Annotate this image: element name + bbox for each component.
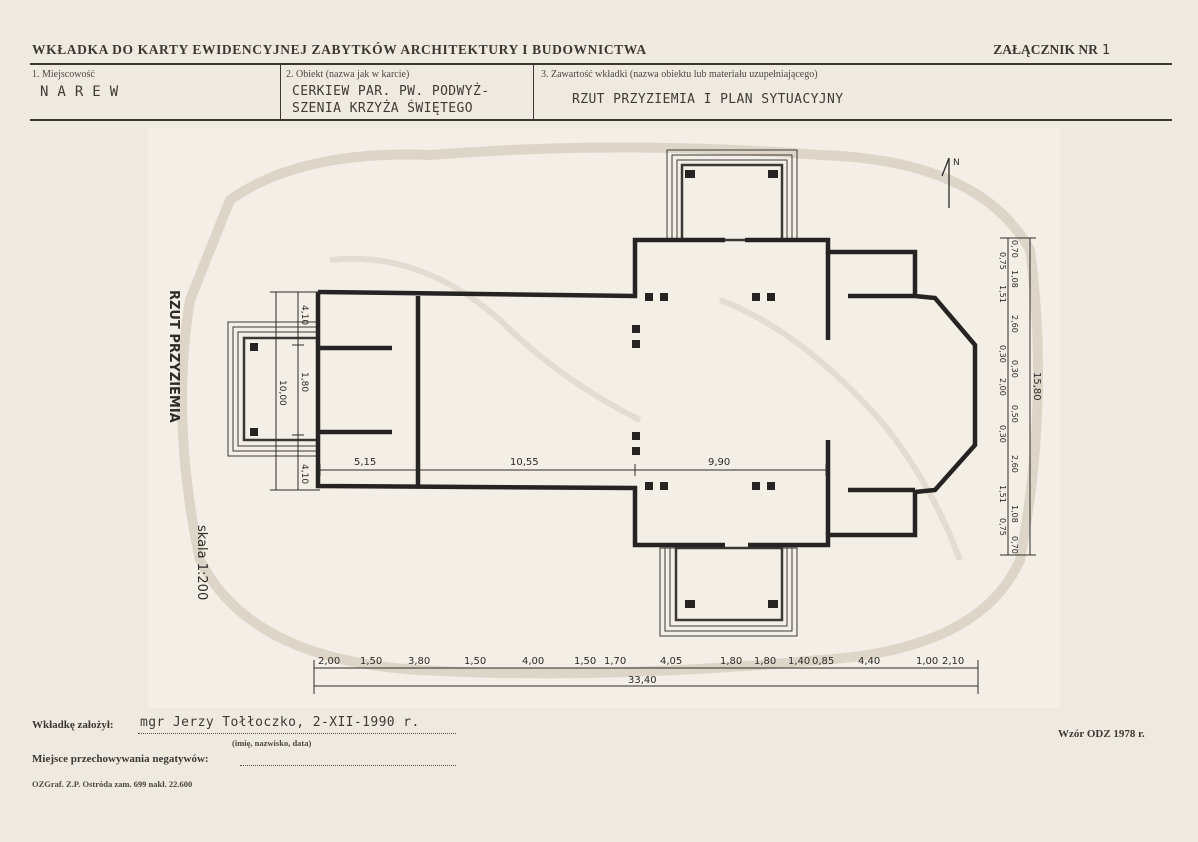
north-arrow: N: [941, 157, 960, 208]
dim-right-labels: 0,70 0,75 1,08 1,51 2,60 0,30 0,30 2,00 …: [998, 240, 1042, 554]
dim-bottom-5: 4,00: [522, 656, 544, 667]
dim-left-3: 10,00: [277, 380, 287, 406]
negative-dotted-line: [240, 765, 456, 766]
dim-inner-2: 10,55: [510, 457, 539, 468]
dim-right-total: 15,80: [1031, 372, 1042, 401]
dim-right-6: 0,30: [998, 345, 1007, 363]
card-title: WKŁADKA DO KARTY EWIDENCYJNEJ ZABYTKÓW A…: [32, 42, 647, 57]
negative-label: Miejsce przechowywania negatywów:: [32, 753, 209, 765]
faded-site-path-1: [329, 255, 642, 423]
dim-right-5: 2,60: [1010, 315, 1019, 333]
print-info: OZGraf. Z.P. Ostróda zam. 699 nakł. 22.6…: [32, 779, 193, 789]
object-label: 2. Obiekt (nazwa jak w karcie): [286, 69, 410, 80]
dim-bottom-10: 1,80: [754, 656, 776, 667]
dim-inner-3: 9,90: [708, 457, 730, 468]
north-label: N: [953, 158, 960, 168]
dim-left-2: 1,80: [299, 372, 309, 392]
dim-right-1: 0,70: [1010, 240, 1019, 258]
church-walls: [315, 237, 978, 548]
dim-bottom-2: 1,50: [360, 656, 382, 667]
founded-hint: (imię, nazwisko, data): [232, 738, 312, 748]
dim-bottom-8: 4,05: [660, 656, 682, 667]
dim-bottom-14: 1,00: [916, 656, 938, 667]
dim-right-14: 0,75: [998, 518, 1007, 536]
drawing-scale: skala 1:200: [194, 525, 209, 600]
dim-bottom-1: 2,00: [318, 656, 340, 667]
dim-bottom-total: 33,40: [628, 675, 657, 686]
dim-inner-labels: 5,15 10,55 9,90: [354, 457, 730, 468]
dim-bottom-3: 3,80: [408, 656, 430, 667]
drawing-caption: RZUT PRZYZIEMIA: [166, 290, 181, 423]
dim-left-1: 4,10: [299, 305, 309, 325]
object-value-line2: SZENIA KRZYŻA ŚWIĘTEGO: [292, 101, 473, 116]
dim-bottom-11: 1,40: [788, 656, 810, 667]
founded-dotted-line: [138, 733, 456, 734]
dim-bottom-9: 1,80: [720, 656, 742, 667]
dim-right-12: 1,51: [998, 485, 1007, 503]
faded-site-plan: [177, 142, 1043, 679]
founded-value: mgr Jerzy Tołłoczko, 2-XII-1990 r.: [140, 715, 420, 730]
dim-bottom-7: 1,70: [604, 656, 626, 667]
dim-bottom-13: 4,40: [858, 656, 880, 667]
dim-right-7: 0,30: [1010, 360, 1019, 378]
dim-left-labels: 4,10 1,80 10,00 4,10: [277, 305, 309, 484]
header-rule-top: [30, 63, 1172, 65]
locality-label: 1. Miejscowość: [32, 69, 95, 80]
field-divider-1: [280, 64, 281, 120]
dim-inner: [319, 464, 827, 476]
founded-label: Wkładkę założył:: [32, 719, 114, 731]
dim-right-13: 1,08: [1010, 505, 1019, 523]
annex-label-text: ZAŁĄCZNIK NR: [993, 42, 1098, 57]
dim-right-15: 0,70: [1010, 536, 1019, 554]
dim-right: [1000, 237, 1036, 556]
dim-right-8: 2,00: [998, 378, 1007, 396]
dim-left: [270, 291, 320, 491]
dim-bottom-labels: 2,00 1,50 3,80 1,50 4,00 1,50 1,70 4,05 …: [318, 656, 964, 686]
content-value: RZUT PRZYZIEMIA I PLAN SYTUACYJNY: [572, 92, 844, 107]
dim-inner-1: 5,15: [354, 457, 376, 468]
pillars: [250, 170, 778, 608]
porch-north: [666, 149, 798, 242]
object-value-line1: CERKIEW PAR. PW. PODWYŻ-: [292, 84, 490, 99]
dim-right-9: 0,50: [1010, 405, 1019, 423]
dim-right-2: 0,75: [998, 252, 1007, 270]
dim-right-4: 1,51: [998, 285, 1007, 303]
dim-bottom-4: 1,50: [464, 656, 486, 667]
dim-left-4: 4,10: [299, 464, 309, 484]
dim-right-10: 0,30: [998, 425, 1007, 443]
header-rule-bottom: [30, 119, 1172, 121]
form-model: Wzór ODZ 1978 r.: [1058, 728, 1145, 740]
dim-bottom-12: 0,85: [812, 656, 834, 667]
floor-plan-svg: N: [166, 142, 1043, 694]
field-divider-2: [533, 64, 534, 120]
floor-plan-drawing: N: [148, 128, 1060, 708]
content-label: 3. Zawartość wkładki (nazwa obiektu lub …: [541, 69, 818, 80]
dim-right-3: 1,08: [1010, 270, 1019, 288]
faded-site-path-2: [718, 297, 963, 562]
locality-value: NAREW: [40, 84, 128, 100]
dim-right-11: 2,60: [1010, 455, 1019, 473]
dim-bottom-15: 2,10: [942, 656, 964, 667]
annex-number: 1: [1101, 42, 1110, 58]
dim-bottom-6: 1,50: [574, 656, 596, 667]
dim-bottom: [313, 660, 979, 694]
porch-south: [659, 546, 798, 637]
